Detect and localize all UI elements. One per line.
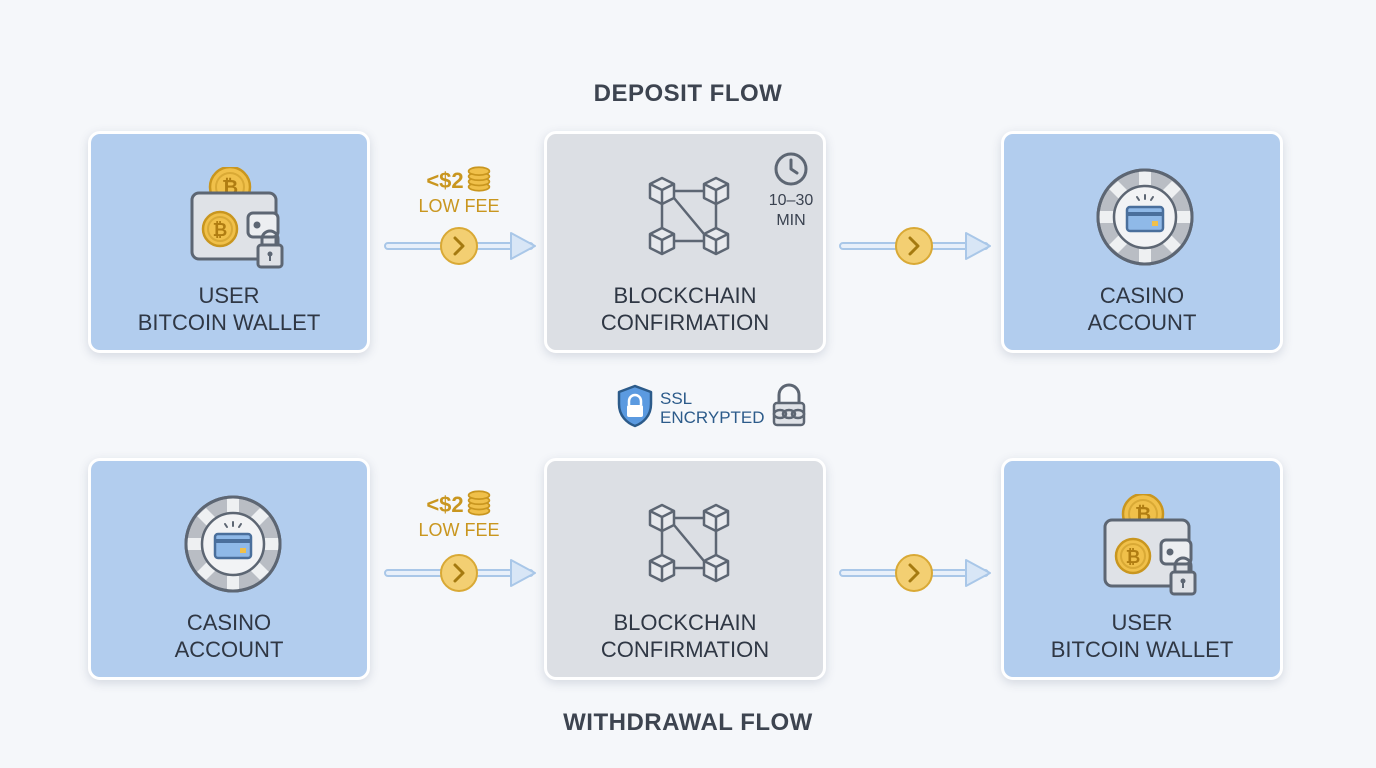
withdrawal-fee-label: LOW FEE [418, 520, 500, 540]
bitcoin-wallet-icon [188, 167, 288, 271]
deposit-source-label: USER BITCOIN WALLET [137, 283, 321, 335]
withdrawal-target-box: USER BITCOIN WALLET [1001, 458, 1283, 680]
blockchain-cubes-icon [644, 172, 734, 262]
bitcoin-wallet-icon [1101, 494, 1201, 598]
shield-lock-icon [617, 384, 653, 428]
deposit-fee-badge: <$2 LOW FEE [404, 166, 514, 217]
withdrawal-flow-title: WITHDRAWAL FLOW [563, 709, 813, 736]
withdrawal-target-label: USER BITCOIN WALLET [1050, 610, 1234, 662]
coin-stack-icon [466, 166, 492, 192]
ssl-encrypted-text: SSL ENCRYPTED [660, 389, 765, 427]
withdrawal-source-label: CASINO ACCOUNT [174, 610, 284, 662]
deposit-middle-box: 10–30 MIN BLOCKCHAIN CONFIRMATION [544, 131, 826, 353]
deposit-middle-label: BLOCKCHAIN CONFIRMATION [600, 283, 770, 335]
coin-stack-icon [466, 490, 492, 516]
casino-chip-icon [183, 494, 283, 594]
deposit-time: 10–30 MIN [768, 192, 814, 229]
deposit-fee-label: LOW FEE [418, 196, 500, 216]
withdrawal-middle-box: BLOCKCHAIN CONFIRMATION [544, 458, 826, 680]
deposit-fee-amount: <$2 [426, 168, 464, 193]
deposit-arrow-2 [838, 224, 993, 268]
casino-chip-icon [1095, 167, 1195, 267]
deposit-target-label: CASINO ACCOUNT [1087, 283, 1197, 335]
withdrawal-middle-label: BLOCKCHAIN CONFIRMATION [600, 610, 770, 662]
blockchain-cubes-icon [644, 499, 734, 589]
deposit-source-box: USER BITCOIN WALLET [88, 131, 370, 353]
withdrawal-source-box: CASINO ACCOUNT [88, 458, 370, 680]
padlock-chain-icon [772, 383, 806, 427]
withdrawal-fee-badge: <$2 LOW FEE [404, 490, 514, 541]
deposit-target-box: CASINO ACCOUNT [1001, 131, 1283, 353]
deposit-flow-title: DEPOSIT FLOW [593, 80, 783, 107]
clock-icon [773, 151, 809, 187]
deposit-arrow-1 [383, 224, 538, 268]
withdrawal-fee-amount: <$2 [426, 492, 464, 517]
withdrawal-arrow-1 [383, 551, 538, 595]
withdrawal-arrow-2 [838, 551, 993, 595]
